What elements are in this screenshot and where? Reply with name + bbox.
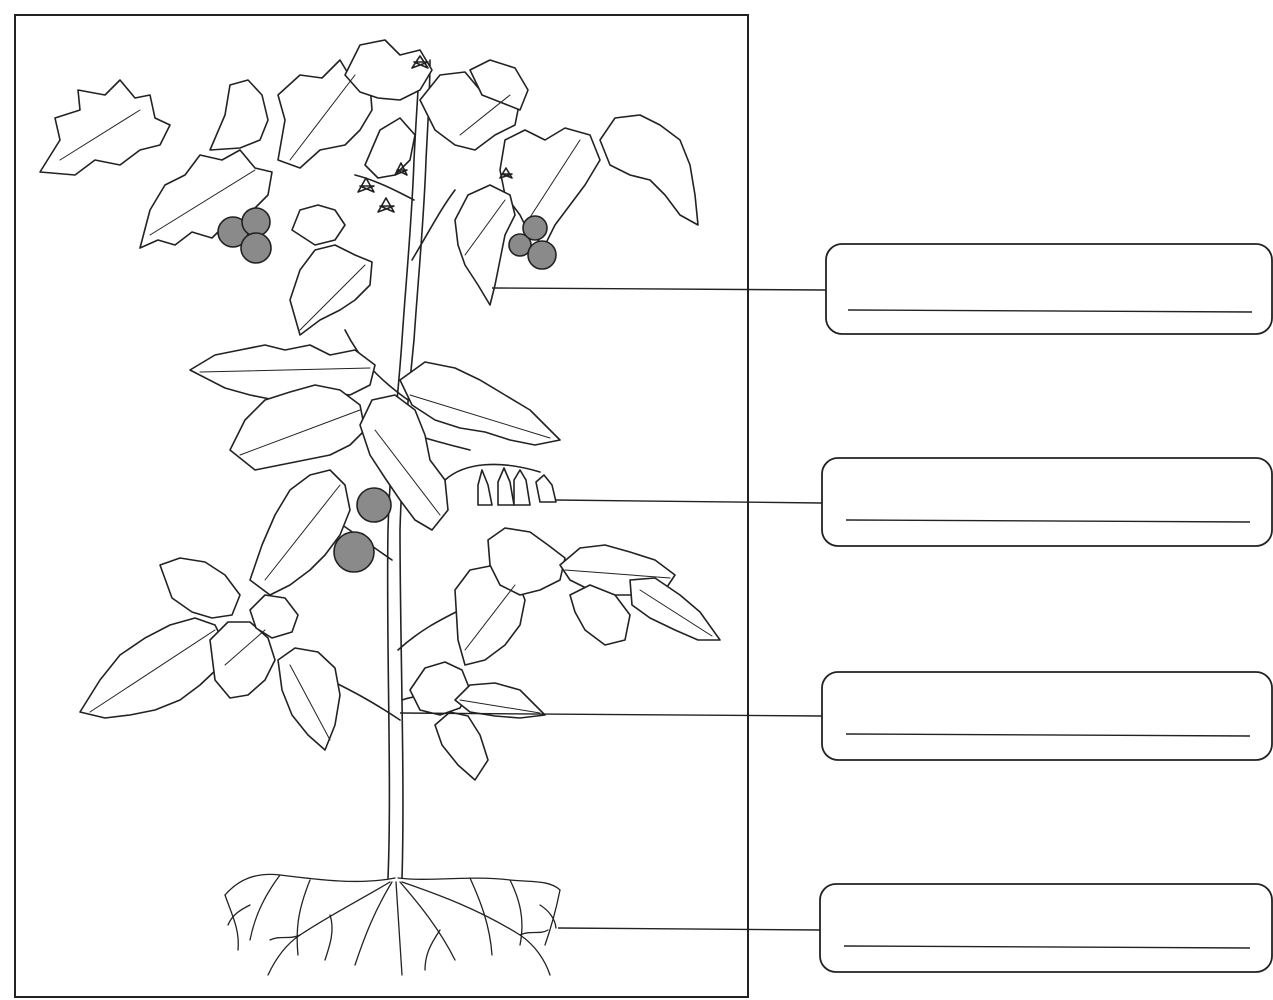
roots [225,874,560,975]
pointer-line-leaf [492,288,826,290]
leaf [488,528,565,595]
leaf [278,648,340,750]
leaf [600,115,698,225]
leaf [455,185,515,305]
leaf [290,245,372,335]
tomato [357,488,391,522]
flower-stalk [445,464,540,480]
leaf [410,662,470,715]
tomato [334,532,374,572]
leaf [292,205,345,245]
pointer-line-roots [558,928,820,930]
tomato [528,241,556,269]
tomato [242,208,270,236]
leaves [40,40,720,780]
tomato [523,216,547,240]
tomato-plant-illustration [40,40,720,975]
leaf [435,712,488,780]
answer-box-1[interactable] [826,244,1272,334]
leaf [365,118,415,178]
flower-cluster [478,468,556,505]
leaf [160,558,240,618]
leaf [455,683,545,718]
leaf [230,385,365,470]
answer-box-3[interactable] [822,672,1272,760]
answer-boxes [820,244,1272,972]
leaf [250,470,350,595]
leaf [630,578,720,640]
answer-box-2[interactable] [822,458,1272,546]
leaf [80,618,225,718]
leaf [40,80,170,175]
tomato [241,233,271,263]
answer-box-4[interactable] [820,884,1272,972]
leaf [210,80,268,150]
pointer-line-flower [556,500,822,503]
leaf [190,345,375,400]
